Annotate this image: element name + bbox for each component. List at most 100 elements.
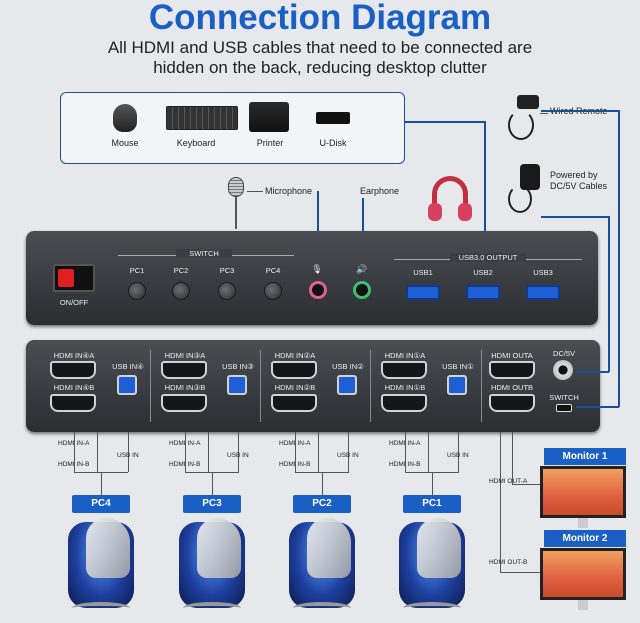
- usb-port-label: USB2: [473, 268, 493, 277]
- microphone-label: Microphone: [265, 186, 313, 196]
- cable-line: [432, 472, 433, 495]
- monitor-1-icon: [540, 466, 626, 518]
- hdmi-in-2a-port[interactable]: [271, 361, 317, 379]
- speaker-icon: 🔊: [356, 264, 368, 274]
- remote-port[interactable]: [556, 404, 572, 412]
- usb-port-label: USB1: [413, 268, 433, 277]
- microphone-stand: [235, 197, 237, 229]
- usb-in-4-port[interactable]: [117, 375, 137, 395]
- hdmi-in-3b-port[interactable]: [161, 394, 207, 412]
- pc-stand: [72, 602, 130, 614]
- pc1-button[interactable]: [128, 282, 146, 300]
- usb-disk-icon: [316, 112, 350, 124]
- hdmi-in-b-label: HDMI IN②B: [274, 383, 316, 392]
- pc-case-panel: [197, 518, 241, 578]
- hdmi-in-4b-port[interactable]: [50, 394, 96, 412]
- power-switch-rocker: [58, 269, 74, 287]
- pc-switch-label: PC2: [173, 266, 189, 275]
- usb2-port[interactable]: [466, 285, 500, 300]
- hdmi-in-1b-port[interactable]: [381, 394, 427, 412]
- power-label-line-1: Powered by: [550, 170, 598, 180]
- cable-label: HDMI IN-B: [169, 461, 201, 468]
- usb-in-label: USB IN①: [442, 362, 474, 371]
- remote-cable-icon: [508, 110, 534, 140]
- usb-in-label: USB IN②: [332, 362, 364, 371]
- earphone-jack[interactable]: [353, 281, 371, 299]
- pointer-line: [247, 191, 263, 192]
- remote-cable-line: [618, 110, 620, 407]
- pc-case-panel: [417, 518, 461, 578]
- microphone-icon: 🎙: [311, 264, 323, 274]
- usb3-port[interactable]: [526, 285, 560, 300]
- usb-in-3-port[interactable]: [227, 375, 247, 395]
- pc-stand: [183, 602, 241, 614]
- hdmi-in-a-label: HDMI IN④A: [53, 351, 95, 360]
- hdmi-in-4a-port[interactable]: [50, 361, 96, 379]
- usb-in-1-port[interactable]: [447, 375, 467, 395]
- cable-label: HDMI IN-B: [58, 461, 90, 468]
- cable-line: [212, 472, 213, 495]
- cable-line: [208, 432, 209, 472]
- peripheral-label: U-Disk: [319, 138, 347, 148]
- usb-in-2-port[interactable]: [337, 375, 357, 395]
- cable-label: HDMI IN-B: [389, 461, 421, 468]
- mouse-icon: [113, 104, 137, 132]
- cable-line: [348, 432, 349, 472]
- cable-label: HDMI IN-A: [58, 440, 90, 447]
- pc3-button[interactable]: [218, 282, 236, 300]
- usb-port-label: USB3: [533, 268, 553, 277]
- pc-tower-icon: [68, 518, 134, 608]
- cable-line: [458, 432, 459, 472]
- cable-line: [318, 432, 319, 472]
- mic-jack[interactable]: [309, 281, 327, 299]
- pc-case-panel: [86, 518, 130, 578]
- pc4-button[interactable]: [264, 282, 282, 300]
- pc-switch-label: PC1: [129, 266, 145, 275]
- headphones-icon: [432, 176, 468, 216]
- hdmi-in-2b-port[interactable]: [271, 394, 317, 412]
- cable-label: HDMI IN-A: [279, 440, 311, 447]
- dc-jack[interactable]: [553, 360, 573, 380]
- pc-switch-label: PC3: [219, 266, 235, 275]
- power-switch[interactable]: [53, 264, 95, 292]
- hdmi-in-a-label: HDMI IN①A: [384, 351, 426, 360]
- monitor-stand: [578, 518, 588, 528]
- monitor-1-badge: Monitor 1: [544, 448, 626, 465]
- onoff-label: ON/OFF: [59, 298, 89, 307]
- monitor-stand: [578, 600, 588, 610]
- hdmi-out-a-port[interactable]: [489, 361, 535, 379]
- hdmi-out-b-port[interactable]: [489, 394, 535, 412]
- hdmi-in-3a-port[interactable]: [161, 361, 207, 379]
- dc-label: DC/5V: [552, 349, 576, 358]
- pc-tower-icon: [179, 518, 245, 608]
- power-cable-line: [576, 371, 609, 373]
- usb1-port[interactable]: [406, 285, 440, 300]
- hdmi-in-1a-port[interactable]: [381, 361, 427, 379]
- cable-label: USB IN: [447, 452, 469, 459]
- cable-line: [185, 432, 186, 472]
- pc3-badge: PC3: [183, 495, 241, 513]
- power-adapter-icon: [520, 164, 540, 190]
- divider: [481, 350, 482, 422]
- divider: [370, 350, 371, 422]
- pc2-button[interactable]: [172, 282, 190, 300]
- cable-label: USB IN: [337, 452, 359, 459]
- pc1-badge: PC1: [403, 495, 461, 513]
- hdmi-out-line: [512, 484, 540, 485]
- hdmi-out-line: [500, 432, 501, 572]
- connector-line: [405, 121, 485, 123]
- pc-stand: [403, 602, 461, 614]
- cable-label: HDMI IN-A: [389, 440, 421, 447]
- hdmi-in-b-label: HDMI IN④B: [53, 383, 95, 392]
- cable-line: [238, 432, 239, 472]
- pc-tower-icon: [289, 518, 355, 608]
- cable-line: [97, 432, 98, 472]
- cable-line: [405, 432, 406, 472]
- cable-line: [74, 432, 75, 472]
- remote-cable-line: [576, 406, 619, 408]
- cable-label: HDMI IN-A: [169, 440, 201, 447]
- subtitle-line-2: hidden on the back, reducing desktop clu…: [153, 58, 487, 77]
- hdmi-out-b-label: HDMI OUTB: [490, 383, 534, 392]
- pc-tower-icon: [399, 518, 465, 608]
- pc-switch-label: PC4: [265, 266, 281, 275]
